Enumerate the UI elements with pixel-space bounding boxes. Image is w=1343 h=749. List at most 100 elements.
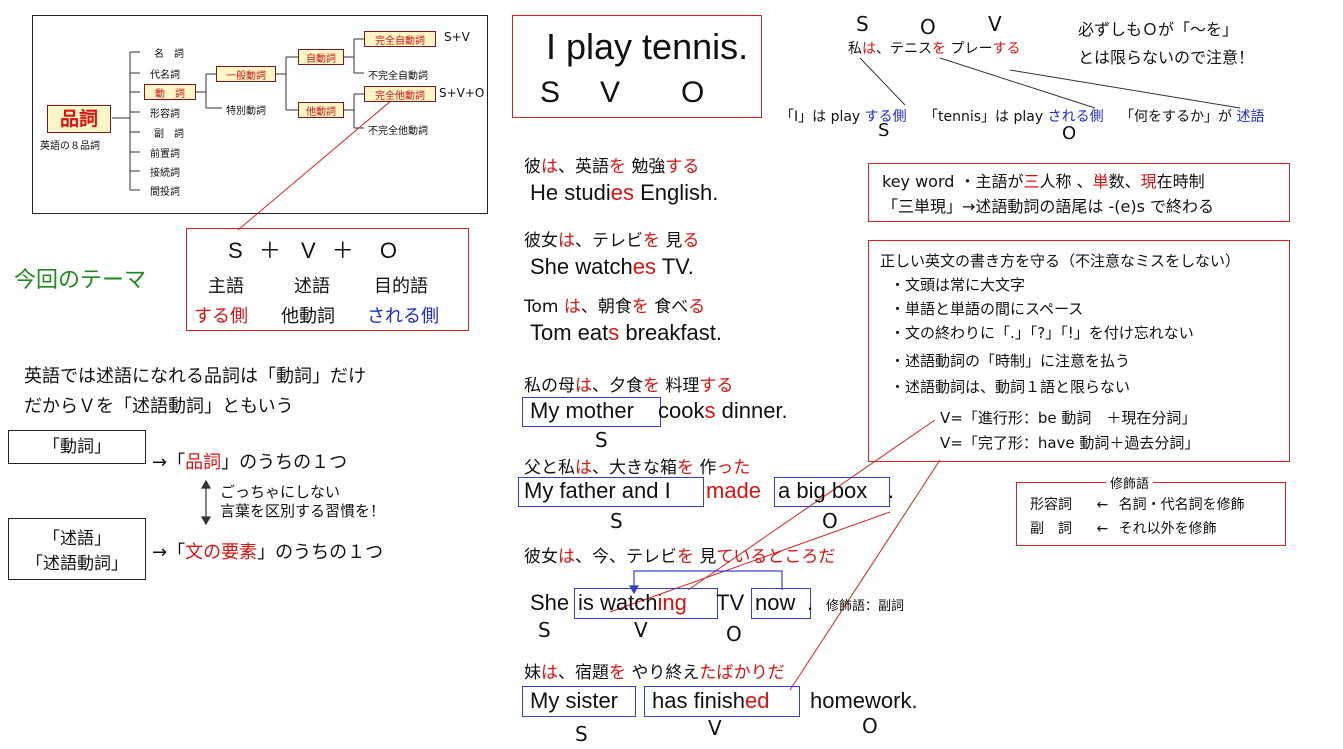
ex6-s: S xyxy=(538,618,551,642)
ex1-jp-seg: 、英語 xyxy=(558,157,609,177)
ex1-en-seg: He studi xyxy=(530,180,611,205)
explain-line2: だからＶを「述語動詞」ともいう xyxy=(24,396,294,417)
side-doer: する側 xyxy=(194,306,248,327)
rule-v-perfect: V=「完了形：have 動詞＋過去分詞」 xyxy=(940,434,1200,452)
tr-jp-phrase-seg: は xyxy=(862,41,876,57)
ex7-o: O xyxy=(862,714,878,738)
pos-verb-box: 動 詞 xyxy=(144,84,196,100)
ex2-jp-seg: を xyxy=(643,231,660,251)
ex6-verb-red: ing xyxy=(657,590,687,615)
ex2-en: She watches TV. xyxy=(530,254,694,280)
ex4-jp-seg: 、夕食 xyxy=(592,376,643,396)
ex6-verb-box xyxy=(574,588,718,619)
ex7-verb-box xyxy=(644,686,800,717)
ex5-subject-box xyxy=(518,477,704,507)
ex4-jp-seg: 料理 xyxy=(660,376,700,396)
ex5-object-box xyxy=(774,477,890,507)
ex6-jp-seg: ているところだ xyxy=(716,547,836,567)
ex6-verb-pre: is watch xyxy=(578,590,658,615)
keyword-line1-seg: 在時制 xyxy=(1156,172,1205,191)
tr-s-under: S xyxy=(878,120,890,141)
ex1-jp-seg: 彼 xyxy=(524,157,541,177)
ex4-rest-seg: dinner. xyxy=(715,398,788,423)
keyword-box xyxy=(868,163,1290,222)
ex4-subject-box xyxy=(522,397,661,427)
ex6-v: V xyxy=(634,618,648,642)
ex5-jp: 父と私は、大きな箱を 作った xyxy=(524,453,750,478)
modifier-adv: 副 詞 xyxy=(1030,521,1072,537)
general-verb-box: 一般動詞 xyxy=(216,66,276,82)
ex3-jp-seg: は xyxy=(563,297,581,317)
keyword-line1-seg: key word ・主語が xyxy=(882,172,1024,191)
transitive-label: 他動詞 xyxy=(306,107,336,118)
ex6-jp: 彼女は、今、テレビを 見ているところだ xyxy=(524,542,835,567)
ex4-jp-seg: は xyxy=(575,376,592,396)
pos-root-label: 品詞 xyxy=(59,108,98,130)
ex6-o: O xyxy=(726,622,742,646)
modifier-adv-desc: それ以外を修飾 xyxy=(1118,521,1217,537)
ex4-jp: 私の母は、夕食を 料理する xyxy=(524,371,733,396)
keyword-line1-seg: 人称 、 xyxy=(1039,172,1093,191)
ex1-jp-seg: する xyxy=(665,157,700,177)
pred-arrow: →「 xyxy=(152,542,186,563)
ex6-mid: TV xyxy=(716,590,745,615)
ex2-jp-seg: は xyxy=(558,231,575,251)
ex5-o: O xyxy=(822,509,838,533)
ex2-jp: 彼女は、テレビを 見る xyxy=(524,226,699,251)
ex5-s: S xyxy=(610,509,623,533)
formula-plus2: ＋ xyxy=(331,238,354,263)
pred-red: 文の要素 xyxy=(185,542,258,563)
ex3-jp-seg: Tom xyxy=(524,297,564,317)
ex6-adv-box xyxy=(751,588,811,619)
ex2-en-seg: She watch xyxy=(530,254,633,279)
tr-jp-phrase-seg: プレー xyxy=(946,41,993,57)
modifier-adj-desc: 名詞・代名詞を修飾 xyxy=(1118,497,1245,513)
verb-red: 品詞 xyxy=(185,452,222,473)
ex7-verb-pre: has finish xyxy=(652,688,745,713)
ex7-jp-seg: やり終え xyxy=(626,663,700,683)
side-transitive: 他動詞 xyxy=(281,306,335,327)
ex1-jp-seg: を xyxy=(609,157,626,177)
tr-jp-phrase-seg: する xyxy=(992,41,1021,57)
main-example-box xyxy=(512,15,762,118)
tr-jp-phrase-seg: 私 xyxy=(848,41,862,57)
ex2-en-seg: es xyxy=(632,254,656,279)
modifier-row-1: 形容詞 ← 名詞・代名詞を修飾 xyxy=(1030,494,1245,514)
ex7-s: S xyxy=(575,722,588,746)
keyword-line1-seg: 単 xyxy=(1092,172,1109,191)
ex3-en-seg: Tom eat xyxy=(530,320,609,345)
theme-label: 今回のテーマ xyxy=(14,268,147,293)
theme-box xyxy=(186,228,469,331)
pos-adjective: 形容詞 xyxy=(150,109,180,120)
complete-trans-label: 完全他動詞 xyxy=(375,91,425,102)
pos-verb: 動 詞 xyxy=(155,89,185,100)
ex1-en-seg: es xyxy=(610,180,634,205)
main-label-v: V xyxy=(600,76,621,109)
pos-preposition: 前置詞 xyxy=(150,149,180,160)
pos-adverb: 副 詞 xyxy=(154,129,184,140)
ex3-en-seg: breakfast. xyxy=(619,320,722,345)
ex1-jp: 彼は、英語を 勉強する xyxy=(524,152,699,177)
ex3-jp-seg: を xyxy=(631,297,649,317)
intransitive-label: 自動詞 xyxy=(306,54,336,65)
verb-arrow-line: →「品詞」のうちの１つ xyxy=(152,448,347,474)
ex4-jp-seg: を xyxy=(643,376,660,396)
modifier-adj: 形容詞 xyxy=(1030,497,1072,513)
ex7-verb: has finished xyxy=(652,688,769,714)
mix-note-1: ごっちゃにしない xyxy=(220,483,341,501)
formula-v: V xyxy=(300,238,316,263)
rule-item-2: ・単語と単語の間にスペース xyxy=(890,300,1084,318)
rule-item-5: ・述語動詞は、動詞１語と限らない xyxy=(890,378,1131,396)
pos-noun: 名 詞 xyxy=(154,49,184,60)
ex6-jp-seg: 見 xyxy=(694,547,717,567)
formula-s: S xyxy=(228,238,243,263)
ex6-jp-seg: 彼女 xyxy=(524,547,558,567)
ex6-end: . xyxy=(807,590,814,615)
ex4-rest: cooks dinner. xyxy=(658,398,788,424)
ex1-jp-seg: 勉強 xyxy=(626,157,666,177)
ex6-jp-seg: は xyxy=(558,547,575,567)
ex2-jp-seg: る xyxy=(682,231,700,251)
explain-line1: 英語では述語になれる品詞は「動詞」だけ xyxy=(24,366,366,387)
tr-s: S xyxy=(856,12,869,36)
ex5-jp-seg: を xyxy=(677,458,694,478)
